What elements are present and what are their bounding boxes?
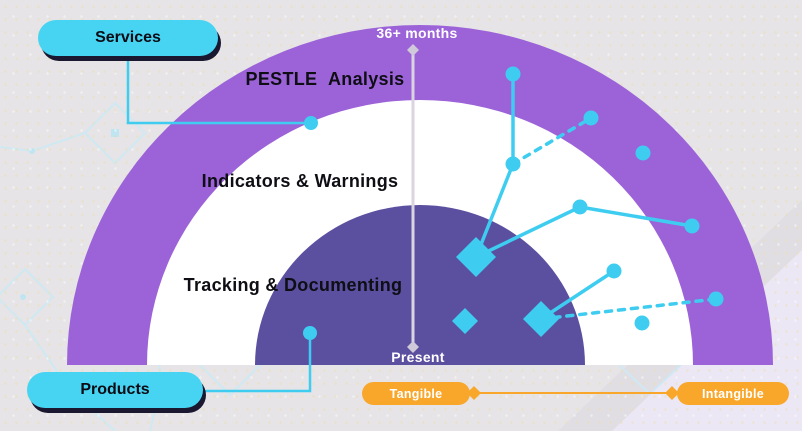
decor-diamond-icon <box>0 267 55 327</box>
intangible-pill: Intangible <box>677 382 789 405</box>
services-button[interactable]: Services <box>38 20 218 56</box>
decor-square <box>111 129 119 137</box>
pestle-analysis-label: PESTLE Analysis <box>245 69 405 89</box>
indicators-warnings-label: Indicators & Warnings <box>201 171 399 191</box>
tangible-pill: Tangible <box>362 382 470 405</box>
products-button-label: Products <box>80 381 150 398</box>
decor-dot <box>20 294 26 300</box>
tracking-documenting-label: Tracking & Documenting <box>183 275 403 295</box>
timeline-top-label: 36+ months <box>376 25 458 41</box>
services-button-label: Services <box>95 29 161 46</box>
decor-dot <box>29 148 35 154</box>
intangible-label: Intangible <box>701 386 765 401</box>
decor-line <box>0 132 86 153</box>
tangible-label: Tangible <box>389 386 443 401</box>
products-button[interactable]: Products <box>27 372 203 408</box>
timeline-bottom-label: Present <box>391 349 445 365</box>
